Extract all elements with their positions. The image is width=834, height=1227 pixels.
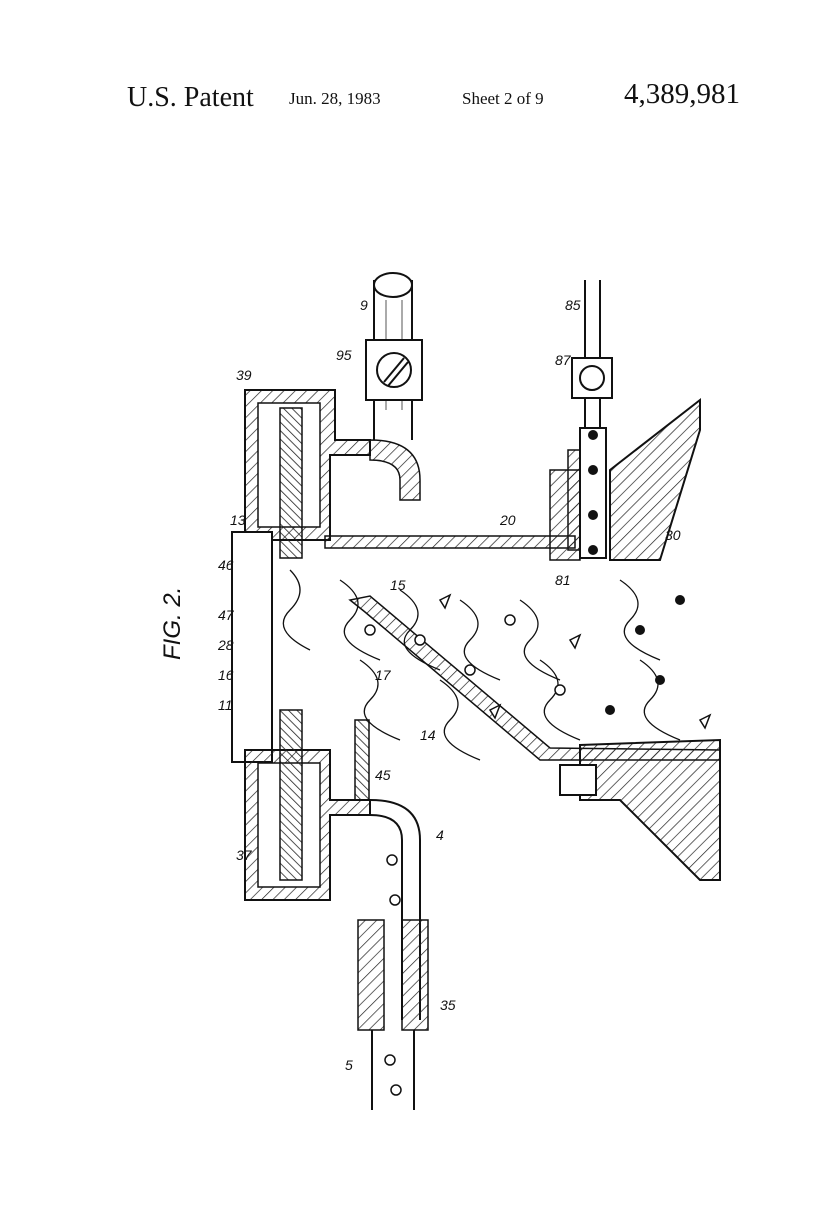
ref-46: 46 xyxy=(218,557,234,573)
ref-13: 13 xyxy=(230,512,246,528)
ref-37: 37 xyxy=(236,847,253,863)
reference-numerals: 39 9 95 85 87 13 46 47 28 16 11 20 15 81… xyxy=(217,297,681,1073)
ref-14: 14 xyxy=(420,727,436,743)
ref-35: 35 xyxy=(440,997,456,1013)
ref-47: 47 xyxy=(218,607,235,623)
patent-drawing: FIG. 2. xyxy=(159,272,721,1110)
patent-number: 4,389,981 xyxy=(624,78,740,110)
patent-date: Jun. 28, 1983 xyxy=(289,89,381,108)
figure-caption-text: FIG. 2. xyxy=(159,587,186,660)
flow-particles xyxy=(364,593,712,730)
ref-11: 11 xyxy=(218,697,233,713)
right-slab xyxy=(549,397,701,561)
ref-5: 5 xyxy=(345,1057,353,1073)
ref-16: 16 xyxy=(218,667,234,683)
ref-20: 20 xyxy=(499,512,516,528)
lower-housing xyxy=(244,709,371,901)
sheet-number: Sheet 2 of 9 xyxy=(462,89,544,108)
ref-9: 9 xyxy=(360,297,368,313)
ref-81: 81 xyxy=(555,572,571,588)
ref-17: 17 xyxy=(375,667,392,683)
ref-28: 28 xyxy=(217,637,234,653)
upper-clamp xyxy=(365,339,423,401)
page-header: U.S. Patent Jun. 28, 1983 Sheet 2 of 9 4… xyxy=(0,78,834,118)
ref-85: 85 xyxy=(565,297,581,313)
diagonal-shroud xyxy=(348,595,721,881)
ref-30: 30 xyxy=(665,527,681,543)
patent-title: U.S. Patent xyxy=(127,82,254,113)
flow-streamlines xyxy=(282,569,681,761)
lower-pipe xyxy=(357,799,429,1110)
upper-housing xyxy=(244,389,421,559)
ref-15: 15 xyxy=(390,577,406,593)
ref-87: 87 xyxy=(555,352,572,368)
ref-39: 39 xyxy=(236,367,252,383)
right-nozzle xyxy=(571,280,613,559)
ref-4: 4 xyxy=(436,827,444,843)
side-wall xyxy=(324,449,581,551)
top-plate xyxy=(231,531,273,763)
ref-45: 45 xyxy=(375,767,391,783)
ref-95: 95 xyxy=(336,347,352,363)
figure-caption: FIG. 2. xyxy=(159,587,186,660)
